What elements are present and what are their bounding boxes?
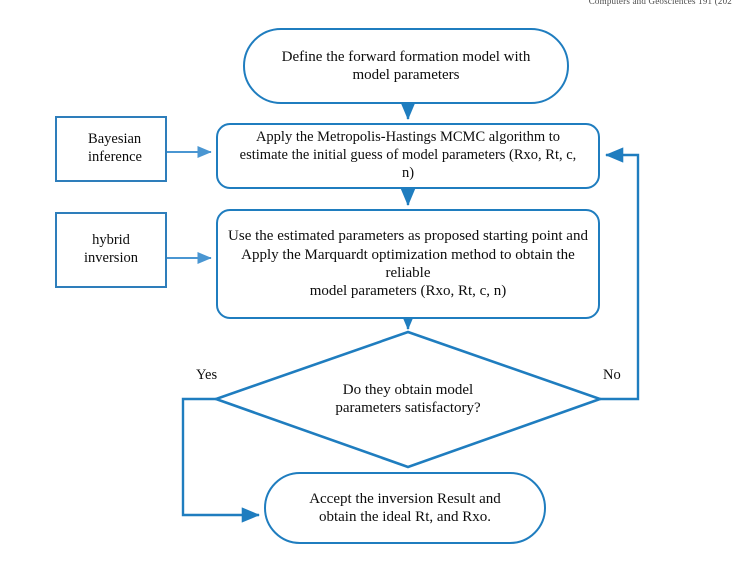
node-accept-result: Accept the inversion Result and obtain t… <box>264 472 546 544</box>
node-decision-satisfactory: Do they obtain model parameters satisfac… <box>300 370 516 428</box>
node-accept-result-label: Accept the inversion Result and obtain t… <box>309 490 501 525</box>
node-bayesian-inference-label: Bayesian inference <box>88 131 142 165</box>
node-hybrid-inversion: hybrid inversion <box>55 212 167 288</box>
edge-label-yes: Yes <box>196 367 218 383</box>
edge-decision-no-to-mcmc <box>600 147 640 401</box>
edge-label-no: No <box>603 367 621 383</box>
node-decision-satisfactory-label: Do they obtain model parameters satisfac… <box>335 381 481 416</box>
journal-running-head: Computers and Geosciences 191 (202 <box>588 0 732 6</box>
node-bayesian-inference: Bayesian inference <box>55 116 167 182</box>
node-marquardt-optimization: Use the estimated parameters as proposed… <box>216 209 600 319</box>
node-define-forward-model-label: Define the forward formation model with … <box>281 48 531 83</box>
node-mcmc-algorithm-label: Apply the Metropolis-Hastings MCMC algor… <box>239 129 577 181</box>
node-hybrid-inversion-label: hybrid inversion <box>84 232 138 266</box>
decision-diamond-shape <box>212 330 604 469</box>
node-define-forward-model: Define the forward formation model with … <box>243 28 569 104</box>
edge-decision-yes-to-accept <box>181 397 260 523</box>
node-mcmc-algorithm: Apply the Metropolis-Hastings MCMC algor… <box>216 123 600 189</box>
node-marquardt-optimization-label: Use the estimated parameters as proposed… <box>228 228 588 300</box>
